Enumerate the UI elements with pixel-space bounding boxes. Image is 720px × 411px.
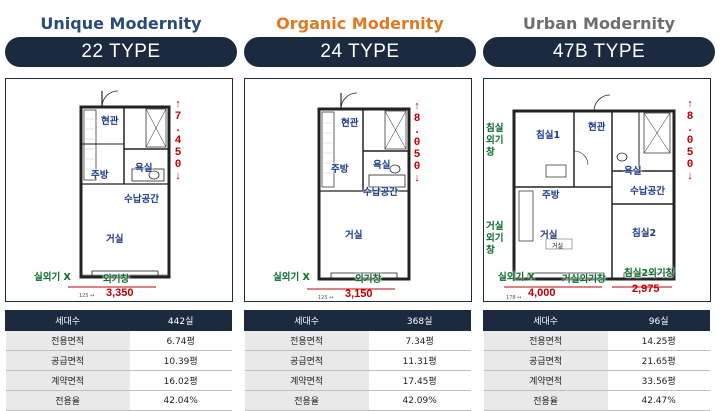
label-living: 거실 [345,230,363,241]
label-outer-window: 외기창 [103,274,130,285]
floor-plan-47b: 침실1 현관 욕실 주방 수납공간 거실 침실2 거실 침실 외기창 거실 외기… [483,78,711,302]
label-storage: 수납공간 [124,194,159,205]
dimension-small: 125 ↔ [79,293,95,299]
type-header-24: 24 TYPE [244,37,476,67]
label-kitchen: 주방 [91,170,109,181]
table-header-value: 442실 [129,310,232,331]
label-bedroom2-window: 침실2외기창 [624,268,675,279]
subtitle-unique-modernity: Unique Modernity [40,14,202,33]
label-kitchen: 주방 [331,164,349,175]
label-bath: 욕실 [373,160,391,171]
label-outdoor-unit: 실외기 X [273,272,310,283]
dimension-horizontal: 3,150 [345,288,373,300]
label-outer-window: 외기창 [355,274,382,285]
label-kitchen: 주방 [542,190,560,201]
label-entrance: 현관 [101,116,119,127]
type-header-47b: 47B TYPE [483,37,715,67]
label-outdoor-unit: 실외기 X [34,272,71,283]
subtitle-organic-modernity: Organic Modernity [276,14,444,33]
dimension-horizontal-1: 4,000 [528,287,556,299]
panel-24-type: Organic Modernity 24 TYPE [243,0,476,411]
floor-plan-drawing [68,90,171,288]
label-living: 거실 [106,234,124,245]
label-bath: 욕실 [624,166,642,177]
label-living-window-2: 거실외기창 [562,274,606,285]
label-entrance: 현관 [341,118,359,129]
subtitle-urban-modernity: Urban Modernity [522,14,676,33]
label-bath: 욕실 [135,163,153,174]
table-header-value: 96실 [607,310,710,331]
label-storage: 수납공간 [630,186,665,197]
label-bedroom-1: 침실1 [536,130,561,141]
dimension-horizontal-2: 2,975 [632,283,660,295]
label-living-small: 거실 [552,243,564,250]
panel-47b-type: Urban Modernity 47B TYPE [482,0,715,411]
label-entrance: 현관 [588,122,606,133]
table-header-label: 세대수 [243,310,370,331]
label-living: 거실 [540,230,558,241]
label-bedroom-2: 침실2 [632,228,657,239]
panel-22-type: Unique Modernity 22 TYPE [4,0,237,411]
floor-plan-drawing [504,94,676,288]
dimension-small: 178 ↔ [506,295,522,301]
label-bedroom-window: 침실 외기창 [486,123,504,158]
dimension-small: 125 ↔ [318,295,334,301]
type-header-22: 22 TYPE [5,37,237,67]
label-outdoor-unit: 실외기 X [498,272,535,283]
dimension-horizontal: 3,350 [106,287,134,299]
label-living-window: 거실 외기창 [486,221,504,256]
table-header-label: 세대수 [482,310,609,331]
label-storage: 수납공간 [363,187,398,198]
floor-plan-drawing [307,92,411,290]
table-header-label: 세대수 [4,310,131,331]
table-header-value: 368실 [368,310,471,331]
